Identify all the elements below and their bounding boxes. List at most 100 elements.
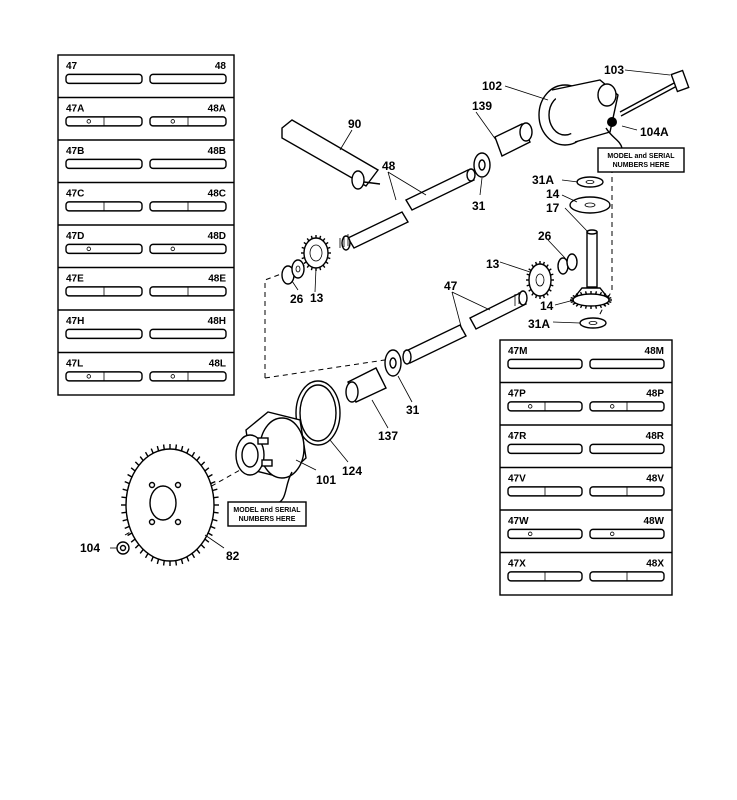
shaft-variant-label-47: 47L bbox=[66, 359, 83, 370]
callout-14-top: 14 bbox=[546, 187, 560, 201]
callout-14-bottom: 14 bbox=[540, 299, 554, 313]
leader-lines bbox=[110, 69, 671, 549]
shaft-48-sketch bbox=[149, 201, 227, 212]
shaft-47-sketch bbox=[65, 158, 143, 170]
shaft-48-sketch bbox=[589, 358, 665, 370]
shaft-47-sketch bbox=[507, 528, 583, 540]
part-90-tube bbox=[281, 119, 381, 190]
shaft-47-sketch bbox=[65, 116, 143, 127]
callout-31A-top: 31A bbox=[532, 173, 554, 187]
callout-90: 90 bbox=[348, 117, 362, 131]
callout-13-right: 13 bbox=[486, 257, 500, 271]
shaft-48-sketch bbox=[149, 328, 227, 340]
part-31-lower-washer bbox=[384, 349, 402, 377]
shaft-48-sketch bbox=[589, 571, 665, 582]
shaft-variant-row: 47L 48L bbox=[58, 351, 234, 382]
shaft-variant-row: 47W 48W bbox=[500, 509, 672, 540]
part-101-hub bbox=[235, 411, 307, 479]
shaft-48-sketch bbox=[149, 158, 227, 170]
shaft-48-sketch bbox=[149, 73, 227, 85]
shaft-variant-label-47: 47P bbox=[508, 389, 526, 400]
callout-31-top: 31 bbox=[472, 199, 486, 213]
shaft-48-sketch bbox=[589, 528, 665, 540]
part-82-sprocket bbox=[121, 444, 219, 566]
serial-note-bottom: MODEL and SERIAL NUMBERS HERE bbox=[227, 471, 307, 527]
part-104-nut bbox=[116, 541, 130, 555]
shaft-48-sketch bbox=[149, 286, 227, 297]
serial-note-bottom-line1: MODEL and SERIAL bbox=[233, 507, 301, 514]
shaft-47-sketch bbox=[507, 401, 583, 412]
shaft-variant-label-47: 47M bbox=[508, 346, 527, 357]
callout-31A-bottom: 31A bbox=[528, 317, 550, 331]
shaft-variant-label-47: 47W bbox=[508, 516, 529, 527]
part-124-ring bbox=[295, 380, 341, 446]
callout-48-top: 48 bbox=[382, 159, 396, 173]
shaft-variant-label-47: 47 bbox=[66, 61, 78, 72]
part-102-housing bbox=[538, 79, 619, 146]
shaft-47-sketch bbox=[65, 286, 143, 297]
shaft-variant-label-48: 48X bbox=[646, 559, 664, 570]
part-48-upper-shaft bbox=[339, 168, 476, 251]
shaft-variant-label-48: 48A bbox=[208, 104, 226, 115]
callout-47: 47 bbox=[444, 279, 458, 293]
part-103-bolt bbox=[619, 69, 690, 117]
callout-103: 103 bbox=[604, 63, 624, 77]
shaft-47-sketch bbox=[507, 486, 583, 497]
part-13-left-bevel-gear bbox=[301, 235, 331, 271]
shaft-variant-label-48: 48W bbox=[643, 516, 664, 527]
shaft-48-sketch bbox=[149, 371, 227, 382]
callout-82: 82 bbox=[226, 549, 240, 563]
callout-13-left: 13 bbox=[310, 291, 324, 305]
callout-26-left: 26 bbox=[290, 292, 304, 306]
shaft-variant-label-48: 48R bbox=[646, 431, 665, 442]
shaft-variant-label-47: 47B bbox=[66, 146, 84, 157]
part-104A-nut bbox=[607, 117, 617, 127]
shaft-48-sketch bbox=[589, 401, 665, 412]
part-31A-bottom-washer bbox=[579, 317, 607, 329]
part-31-upper-washer bbox=[473, 152, 491, 178]
shaft-variant-label-47: 47H bbox=[66, 316, 84, 327]
shaft-47-sketch bbox=[507, 358, 583, 370]
part-14-top-gear bbox=[569, 196, 611, 214]
part-137-bushing bbox=[345, 367, 387, 403]
callout-139: 139 bbox=[472, 99, 492, 113]
callout-124: 124 bbox=[342, 464, 362, 478]
shaft-variant-label-47: 47X bbox=[508, 559, 526, 570]
shaft-48-sketch bbox=[149, 243, 227, 255]
shaft-variant-row: 47 48 bbox=[65, 61, 227, 85]
serial-note-top-line2: NUMBERS HERE bbox=[613, 162, 670, 169]
shaft-47-sketch bbox=[65, 243, 143, 255]
shaft-variant-label-48: 48H bbox=[208, 316, 226, 327]
shaft-variant-label-48: 48 bbox=[215, 61, 227, 72]
part-139-bushing bbox=[494, 122, 533, 157]
shaft-variant-label-47: 47R bbox=[508, 431, 527, 442]
shaft-variant-label-48: 48D bbox=[208, 231, 226, 242]
shaft-variant-label-48: 48E bbox=[208, 274, 226, 285]
part-26-left-washers bbox=[281, 259, 305, 285]
callout-104: 104 bbox=[80, 541, 100, 555]
shaft-variant-row: 47R 48R bbox=[500, 424, 672, 455]
shaft-47-sketch bbox=[507, 443, 583, 455]
shaft-47-sketch bbox=[65, 201, 143, 212]
shaft-variant-label-48: 48B bbox=[208, 146, 226, 157]
shaft-47-sketch bbox=[65, 73, 143, 85]
shaft-variant-label-48: 48L bbox=[209, 359, 226, 370]
part-31A-top-washer bbox=[576, 176, 604, 188]
part-17-spindle bbox=[586, 229, 598, 288]
part-26-right-washers bbox=[557, 253, 578, 275]
callout-102: 102 bbox=[482, 79, 502, 93]
shaft-variant-row: 47H 48H bbox=[58, 309, 234, 340]
serial-note-bottom-line2: NUMBERS HERE bbox=[239, 516, 296, 523]
shaft-47-sketch bbox=[507, 571, 583, 582]
shaft-variant-label-47: 47C bbox=[66, 189, 84, 200]
shaft-47-sketch bbox=[65, 328, 143, 340]
